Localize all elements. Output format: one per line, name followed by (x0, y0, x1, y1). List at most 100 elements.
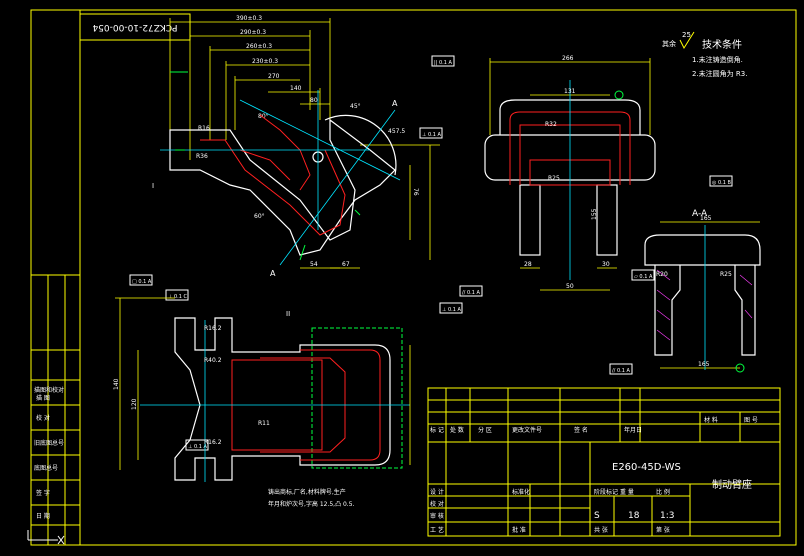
strip-label-1: 描 图 (36, 394, 50, 402)
svg-text:// 0.1 A: // 0.1 A (462, 290, 480, 296)
dim-390: 390±0.3 (236, 15, 262, 22)
svg-text:// 0.1 A: // 0.1 A (612, 368, 630, 374)
dim-80: 80 (310, 97, 318, 104)
tech-heading: 技术条件 (702, 38, 742, 51)
tech-item-2: 2.未注圆角为 R3. (692, 69, 747, 78)
plan-dim-r16-bottom: R16.2 (204, 439, 222, 446)
front-dim-r25: R25 (548, 175, 560, 182)
tb-header-5: 年月日 (624, 426, 642, 434)
tol-frame-0: || 0.1 A (431, 55, 455, 67)
dim-260: 260±0.3 (246, 43, 272, 50)
strip-label-4: 底图总号 (34, 464, 58, 472)
dim-76: 76 (412, 188, 419, 196)
section-dim-165-bottom: 165 (698, 361, 710, 368)
ucs-icon (27, 530, 65, 545)
front-dim-50: 50 (566, 283, 574, 290)
tb-part-name: 制动臂座 (712, 478, 752, 491)
tb-material-mark: S (594, 511, 600, 521)
plan-dim-r40: R40.2 (204, 357, 222, 364)
tb-weight-label: 重 量 (620, 488, 634, 496)
dim-230: 230±0.3 (252, 58, 278, 65)
plan-view: 140 R16.2 R16.2 R40.2 120 R11 II 铸出商标,厂名… (113, 297, 411, 508)
tol-frame-2: ◎ 0.1 B (709, 175, 733, 187)
front-dim-155: 155 (591, 208, 598, 220)
roughness-icon (679, 31, 695, 50)
detail-ii-boundary (311, 327, 403, 469)
strip-label-3: 旧底图总号 (34, 439, 64, 447)
svg-text:▱ 0.1 A: ▱ 0.1 A (634, 274, 653, 280)
roughness-value: 25 (682, 31, 691, 39)
view-label-a-bottom: A (270, 269, 276, 278)
tb-standard: 标准化 (512, 488, 530, 496)
svg-text:⊥ 0.1 A: ⊥ 0.1 A (422, 132, 441, 138)
tol-frame-7: ▱ 0.1 A (631, 269, 655, 281)
inner-border (79, 9, 797, 546)
roughness-prefix: 其余 (662, 39, 676, 48)
section-dim-r25: R25 (720, 271, 732, 278)
view-label-a-top: A (392, 99, 398, 108)
tech-item-1: 1.未注铸造倒角. (692, 55, 743, 64)
plan-dim-r16-top: R16.2 (204, 325, 222, 332)
title-block (427, 387, 781, 537)
tb-quantity: 18 (628, 511, 640, 521)
cast-note-2: 年月和炉次号,字高 12.5,凸 0.5. (268, 500, 355, 508)
cast-note-1: 铸出商标,厂名,材料牌号,生产 (268, 488, 346, 496)
tol-frame-6: ⊥ 0.1 C (165, 289, 189, 301)
detail-label-i: I (152, 182, 154, 190)
top-left-view: 390±0.3 290±0.3 260±0.3 230±0.3 270 140 … (152, 15, 440, 278)
strip-label-2: 校 对 (36, 414, 50, 422)
tb-header-2: 分 区 (478, 426, 492, 434)
dim-r16: R16 (198, 125, 210, 132)
section-label: A-A (692, 209, 708, 219)
tb-drawing-no: 图 号 (744, 417, 758, 424)
dim-54: 54 (310, 261, 318, 268)
plan-dim-140: 140 (113, 378, 120, 390)
tb-scale-label: 比 例 (656, 488, 670, 496)
front-dim-30: 30 (602, 261, 610, 268)
plan-dim-r11: R11 (258, 420, 270, 427)
svg-text:□ 0.1 A: □ 0.1 A (132, 279, 152, 285)
svg-text:⊥ 0.1 A: ⊥ 0.1 A (442, 307, 461, 313)
tb-header-3: 更改文件号 (512, 426, 542, 434)
front-dim-28: 28 (524, 261, 532, 268)
front-view: 266 131 R32 28 30 50 155 R25 (484, 55, 656, 291)
dim-140: 140 (290, 85, 302, 92)
tb-role-2: 审 核 (430, 512, 444, 520)
svg-text:|| 0.1 A: || 0.1 A (434, 60, 452, 66)
tb-header-4: 签 名 (574, 426, 588, 434)
tol-frame-1: ⊥ 0.1 A (419, 127, 443, 139)
tb-role-0: 设 计 (430, 488, 444, 496)
svg-text:⊥ 0.1 C: ⊥ 0.1 C (168, 294, 187, 300)
front-dim-266: 266 (562, 55, 574, 62)
left-strip-table (30, 274, 81, 546)
angle-80: 80° (258, 113, 269, 120)
tb-approve: 批 准 (512, 526, 526, 534)
tb-header-0: 标 记 (430, 426, 444, 434)
svg-text:◎ 0.1 B: ◎ 0.1 B (712, 180, 731, 186)
tb-scale: 1:3 (660, 511, 674, 521)
dim-67: 67 (342, 261, 350, 268)
svg-text:⊥ 0.1 A: ⊥ 0.1 A (188, 444, 207, 450)
datum-c-icon (735, 363, 745, 373)
strip-label-5: 签 字 (36, 489, 50, 497)
part-code-box: PCKZ72-10-00-054 (79, 13, 191, 41)
outer-border (30, 9, 797, 546)
section-dim-165-top: 165 (700, 215, 712, 222)
datum-b-icon (614, 90, 624, 100)
plan-dim-120: 120 (131, 398, 138, 410)
tb-sheet-total: 共 张 (594, 526, 608, 534)
tb-sheet-no: 第 张 (656, 526, 670, 534)
tol-frame-8: // 0.1 A (609, 363, 633, 375)
tb-material: 材 料 (704, 416, 718, 424)
tb-stage-label: 阶段标记 (594, 488, 618, 496)
dim-457: 457.5 (388, 128, 405, 135)
front-dim-131: 131 (564, 88, 576, 95)
dim-270: 270 (268, 73, 280, 80)
dim-r36: R36 (196, 153, 208, 160)
tol-frame-3: // 0.1 A (459, 285, 483, 297)
strip-label-6: 日 期 (36, 512, 50, 520)
detail-label-ii: II (286, 310, 290, 318)
angle-60: 60° (254, 213, 265, 220)
